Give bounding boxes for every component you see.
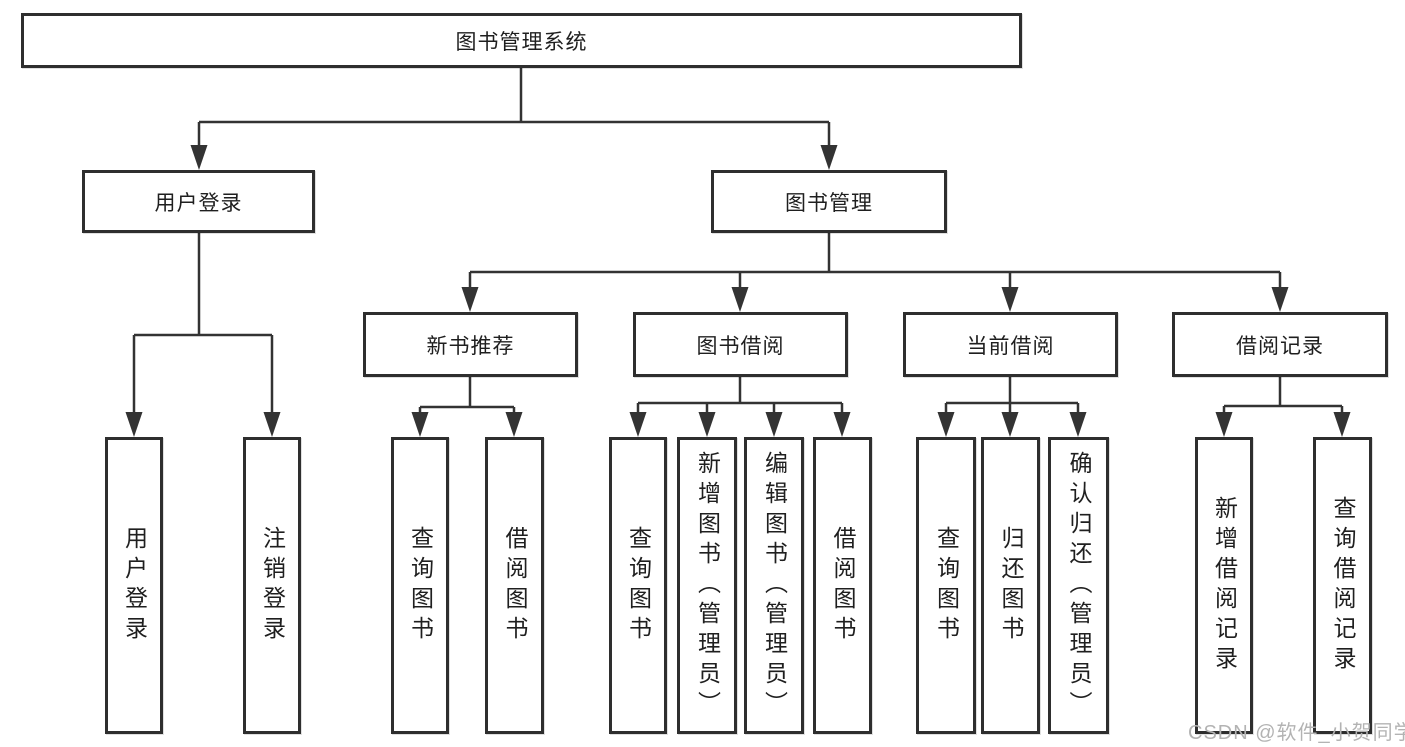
- leaf-label: 借阅图书: [502, 525, 528, 646]
- leaf-label: 用户登录: [121, 525, 148, 646]
- leaf-label: 注销登录: [259, 525, 286, 646]
- node-book-management: 图书管理: [711, 170, 947, 233]
- leaf-label: 归还图书: [998, 525, 1024, 646]
- leaf-label: 新增图书（管理员）: [694, 450, 721, 721]
- node-root-system: 图书管理系统: [21, 13, 1022, 68]
- leaf-label: 查询图书: [933, 525, 960, 646]
- node-new-book-recommend: 新书推荐: [363, 312, 578, 377]
- leaf-query-borrow-record: 查询借阅记录: [1313, 437, 1372, 734]
- csdn-watermark: CSDN @软件_小贺同学: [1188, 722, 1405, 744]
- leaf-label: 确认归还（管理员）: [1066, 450, 1092, 721]
- node-current-borrowing: 当前借阅: [903, 312, 1118, 377]
- leaf-label: 查询图书: [625, 525, 652, 646]
- leaf-query-book-borrowing: 查询图书: [609, 437, 667, 734]
- leaf-add-borrow-record: 新增借阅记录: [1195, 437, 1253, 734]
- leaf-label: 查询图书: [407, 525, 434, 646]
- leaf-query-book-recommend: 查询图书: [391, 437, 449, 734]
- node-borrowing-records: 借阅记录: [1172, 312, 1388, 377]
- leaf-label: 借阅图书: [830, 525, 856, 646]
- leaf-borrow-book-recommend: 借阅图书: [485, 437, 544, 734]
- leaf-return-book: 归还图书: [981, 437, 1040, 734]
- leaf-borrow-book-borrowing: 借阅图书: [813, 437, 872, 734]
- leaf-label: 编辑图书（管理员）: [761, 450, 788, 721]
- leaf-user-login: 用户登录: [105, 437, 163, 734]
- leaf-add-book-admin: 新增图书（管理员）: [677, 437, 737, 734]
- leaf-label: 新增借阅记录: [1211, 495, 1238, 676]
- arrowheads: [125, 145, 1351, 437]
- leaf-edit-book-admin: 编辑图书（管理员）: [744, 437, 804, 734]
- leaf-logout: 注销登录: [243, 437, 301, 734]
- node-user-login: 用户登录: [82, 170, 315, 233]
- node-book-borrowing: 图书借阅: [633, 312, 848, 377]
- leaf-confirm-return-admin: 确认归还（管理员）: [1048, 437, 1109, 734]
- leaf-label: 查询借阅记录: [1330, 495, 1356, 676]
- leaf-query-book-current: 查询图书: [916, 437, 976, 734]
